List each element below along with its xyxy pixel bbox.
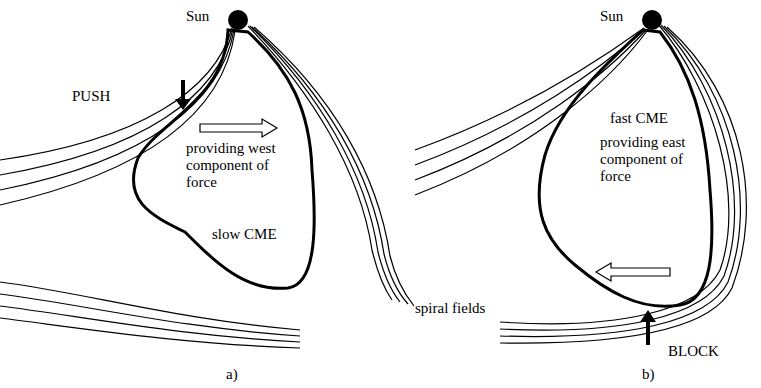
cme-text: fast CME [610, 110, 700, 127]
cme-boundary [539, 30, 712, 306]
block-arrow [640, 310, 656, 345]
figure-label: BLOCK [668, 343, 719, 360]
figure-label: PUSH [72, 88, 110, 105]
figure-label: b) [642, 366, 655, 383]
cme-text: providing west component of force [186, 140, 286, 191]
sun-disc [642, 10, 662, 30]
cme-text: slow CME [212, 226, 302, 243]
figure-label: Sun [186, 8, 209, 25]
force-arrow [200, 119, 277, 137]
spiral-field-lines [0, 24, 746, 348]
cme-loop: providing west component of force slow CM… [118, 22, 323, 297]
cme-loop: fast CME providing east component of forc… [530, 22, 720, 314]
figure-label: Sun [600, 8, 623, 25]
force-arrow [596, 263, 670, 281]
cme-text: providing east component of force [600, 134, 700, 185]
figure-label: spiral fields [415, 300, 485, 317]
figure-label: a) [226, 366, 238, 383]
sun-disc [228, 10, 248, 30]
cme-boundary [133, 30, 314, 288]
